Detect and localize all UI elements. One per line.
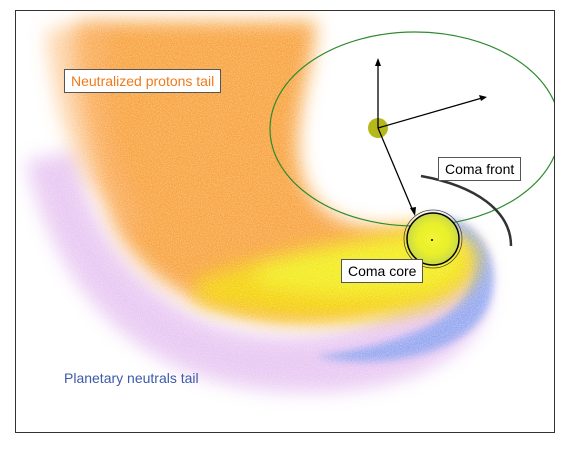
nucleus-dot [431, 239, 433, 241]
coma-core-circle [406, 212, 460, 266]
coma-front-label: Coma front [438, 157, 522, 181]
neutrals-tail-label: Planetary neutrals tail [64, 370, 199, 386]
coma-core-label: Coma core [341, 259, 424, 283]
coma-core-outline [403, 209, 463, 269]
diagram-frame: Neutralized protons tail Planetary neutr… [15, 10, 555, 433]
protons-tail-label: Neutralized protons tail [64, 69, 222, 93]
arrow-icons [375, 58, 487, 216]
